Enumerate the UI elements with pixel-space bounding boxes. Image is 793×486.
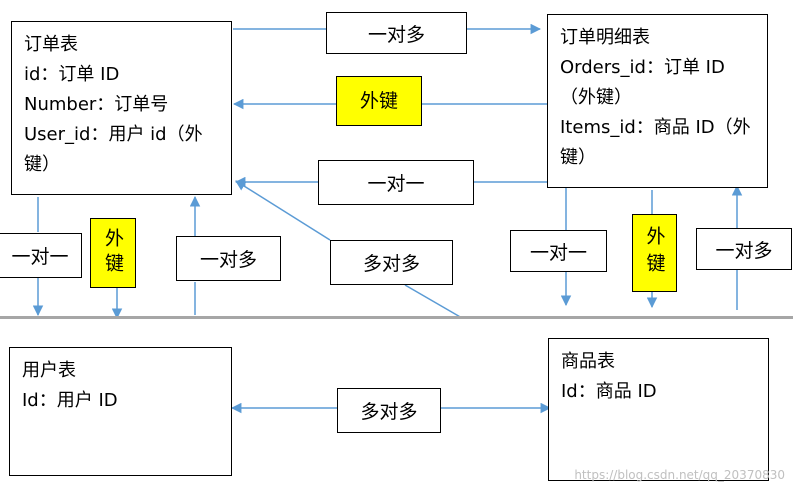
items-table-title: 商品表 bbox=[561, 351, 615, 372]
relation-details-items-one-to-one: 一对一 bbox=[510, 230, 607, 272]
relation-users-orders-one-to-many: 一对多 bbox=[176, 236, 281, 281]
users-table-title: 用户表 bbox=[22, 360, 76, 381]
fk-text: 外键 bbox=[643, 226, 666, 280]
order-details-table-box: 订单明细表 Orders_id：订单 ID（外键） Items_id：商品 ID… bbox=[547, 14, 768, 188]
relation-items-details-one-to-many: 一对多 bbox=[696, 228, 792, 270]
order-details-field-orders-id: Orders_id：订单 ID（外键） bbox=[560, 57, 725, 108]
fk-text: 外键 bbox=[102, 228, 124, 278]
orders-field-number: Number：订单号 bbox=[24, 94, 169, 115]
users-table-box: 用户表 Id：用户 ID bbox=[9, 347, 232, 476]
divider-line bbox=[0, 316, 793, 319]
users-field-id: Id：用户 ID bbox=[22, 390, 118, 411]
relation-orders-details-one-to-many: 一对多 bbox=[326, 12, 467, 54]
order-details-table-title: 订单明细表 bbox=[560, 27, 650, 48]
order-details-field-items-id: Items_id：商品 ID（外键） bbox=[560, 117, 751, 168]
relation-orders-users-one-to-one: 一对一 bbox=[0, 233, 82, 278]
relation-orders-details-foreign-key: 外键 bbox=[336, 76, 422, 126]
relation-details-orders-one-to-one: 一对一 bbox=[318, 160, 474, 205]
items-table-box: 商品表 Id：商品 ID bbox=[548, 338, 769, 481]
relation-details-items-foreign-key: 外键 bbox=[632, 214, 677, 292]
orders-table-title: 订单表 bbox=[24, 34, 78, 55]
orders-field-user-id: User_id：用户 id（外键） bbox=[24, 124, 203, 175]
relation-orders-users-foreign-key: 外键 bbox=[90, 218, 136, 288]
orders-field-id: id：订单 ID bbox=[24, 64, 120, 85]
items-field-id: Id：商品 ID bbox=[561, 381, 657, 402]
orders-table-box: 订单表 id：订单 ID Number：订单号 User_id：用户 id（外键… bbox=[11, 21, 232, 195]
watermark: https://blog.csdn.net/qq_20370830 bbox=[574, 468, 785, 482]
relation-users-items-many-to-many: 多对多 bbox=[337, 388, 441, 433]
relation-many-to-many-diagonal: 多对多 bbox=[330, 240, 453, 285]
